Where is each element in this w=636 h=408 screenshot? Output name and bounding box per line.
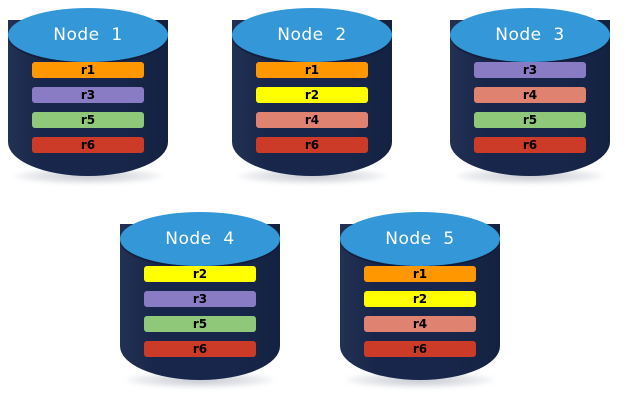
replica-bar[interactable]: r5 bbox=[474, 112, 586, 128]
replica-bar[interactable]: r1 bbox=[32, 62, 144, 78]
replica-bar[interactable]: r5 bbox=[144, 316, 256, 332]
node-label: Node 5 bbox=[385, 229, 455, 249]
cylinder-top-ellipse bbox=[340, 212, 500, 266]
node-cylinder-2[interactable]: Node 2 r1 r2 r4 r6 bbox=[232, 8, 392, 186]
replica-bar[interactable]: r3 bbox=[32, 87, 144, 103]
replica-bar[interactable]: r2 bbox=[256, 87, 368, 103]
cylinder-top-ellipse bbox=[8, 8, 168, 62]
replica-list: r2 r3 r5 r6 bbox=[144, 266, 256, 357]
replica-bar[interactable]: r6 bbox=[32, 137, 144, 153]
replica-bar[interactable]: r2 bbox=[144, 266, 256, 282]
replica-list: r1 r2 r4 r6 bbox=[256, 62, 368, 153]
node-label: Node 4 bbox=[165, 229, 235, 249]
replica-bar[interactable]: r3 bbox=[144, 291, 256, 307]
replica-bar[interactable]: r6 bbox=[256, 137, 368, 153]
replica-bar[interactable]: r6 bbox=[474, 137, 586, 153]
replica-bar[interactable]: r4 bbox=[474, 87, 586, 103]
replica-bar[interactable]: r2 bbox=[364, 291, 476, 307]
node-label: Node 2 bbox=[277, 25, 347, 45]
node-label: Node 3 bbox=[495, 25, 565, 45]
node-label: Node 1 bbox=[53, 25, 123, 45]
node-cylinder-4[interactable]: Node 4 r2 r3 r5 r6 bbox=[120, 212, 280, 390]
replica-bar[interactable]: r6 bbox=[144, 341, 256, 357]
replica-bar[interactable]: r6 bbox=[364, 341, 476, 357]
replica-list: r1 r3 r5 r6 bbox=[32, 62, 144, 153]
node-cylinder-3[interactable]: Node 3 r3 r4 r5 r6 bbox=[450, 8, 610, 186]
replica-list: r3 r4 r5 r6 bbox=[474, 62, 586, 153]
node-cylinder-5[interactable]: Node 5 r1 r2 r4 r6 bbox=[340, 212, 500, 390]
replica-bar[interactable]: r3 bbox=[474, 62, 586, 78]
replica-list: r1 r2 r4 r6 bbox=[364, 266, 476, 357]
node-cylinder-1[interactable]: Node 1 r1 r3 r5 r6 bbox=[8, 8, 168, 186]
replica-bar[interactable]: r4 bbox=[364, 316, 476, 332]
replica-bar[interactable]: r4 bbox=[256, 112, 368, 128]
cylinder-top-ellipse bbox=[232, 8, 392, 62]
replica-bar[interactable]: r5 bbox=[32, 112, 144, 128]
cylinder-top-ellipse bbox=[450, 8, 610, 62]
cylinder-top-ellipse bbox=[120, 212, 280, 266]
replica-bar[interactable]: r1 bbox=[256, 62, 368, 78]
replica-bar[interactable]: r1 bbox=[364, 266, 476, 282]
